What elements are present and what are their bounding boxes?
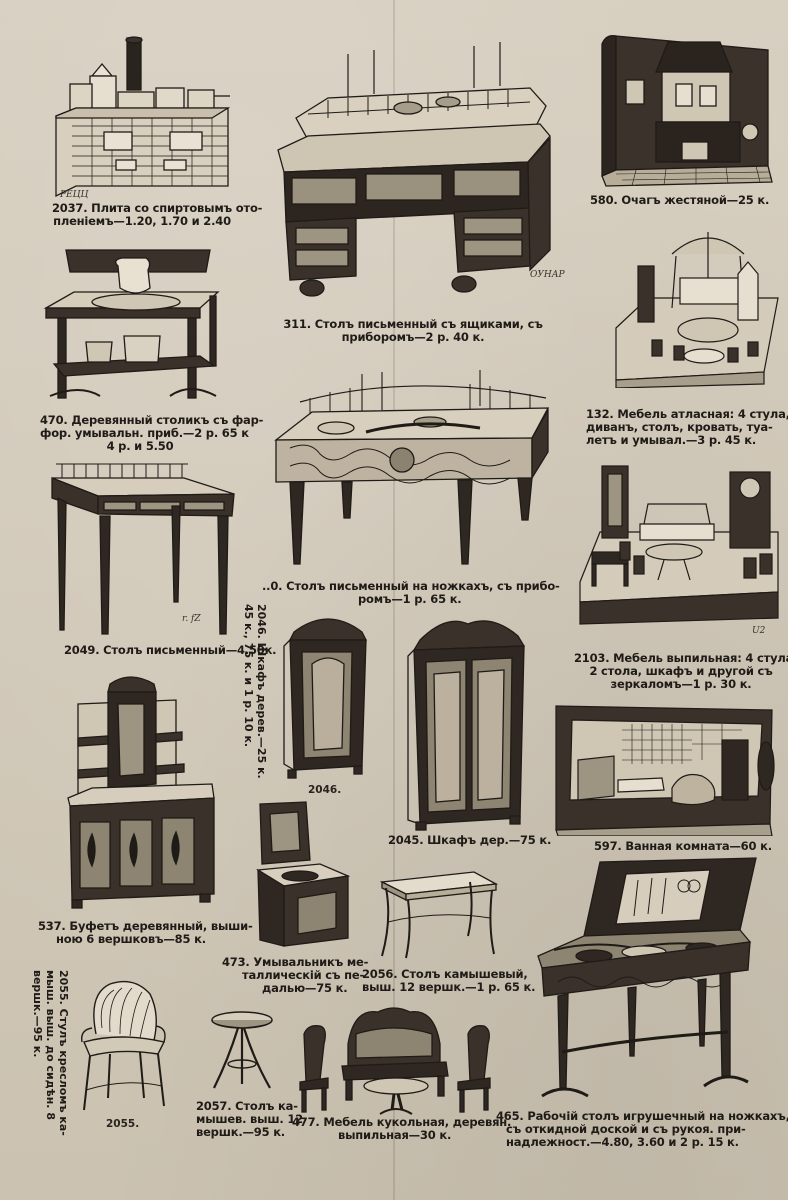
caption-2046-vertical: 2046. Шкафъ дерев.—25 к. 45 к., 75 к. и … — [242, 604, 268, 779]
caption-132: 132. Мебель атласная: 4 стула, диванъ, с… — [586, 407, 788, 447]
cane-armchair-illustration — [80, 978, 168, 1116]
figure-number-2055: 2055. — [106, 1118, 140, 1130]
artist-signature: ОУНАР — [530, 270, 565, 280]
caption-580: 580. Очагъ жестяной—25 к. — [590, 193, 770, 207]
caption-2055-vertical: 2055. Стулъ кресломъ ка- мыш. выш. до си… — [31, 970, 70, 1136]
caption-2056: 2056. Столъ камышевый, выш. 12 вершк.—1 … — [362, 967, 536, 994]
caption-2103: 2103. Мебель выпильная: 4 стула, 2 стола… — [574, 651, 788, 691]
caption-2057: 2057. Столъ ка- мышев. выш. 12 вершк.—95… — [196, 1099, 303, 1139]
artist-signature: U2 — [752, 626, 766, 636]
simple-writing-desk-illustration — [48, 458, 238, 638]
caption-470: 470. Деревянный столикъ съ фар- фор. умы… — [40, 413, 264, 453]
caption-537: 537. Буфетъ деревянный, выши- ною 6 верш… — [38, 919, 253, 946]
artist-signature: РЕЦЦ — [60, 190, 89, 200]
small-wardrobe-illustration — [282, 612, 372, 782]
writing-desk-legs-illustration — [270, 368, 552, 572]
stove-illustration — [52, 36, 232, 204]
carved-furniture-set-illustration — [578, 462, 784, 628]
caption-2045: 2045. Шкафъ дер.—75 к. — [388, 833, 552, 847]
tin-hearth-illustration — [596, 32, 780, 188]
wooden-buffet-illustration — [64, 674, 220, 912]
caption-465: 465. Рабочій столъ игрушечный на ножкахъ… — [496, 1109, 788, 1149]
work-table-illustration — [534, 856, 762, 1108]
writing-desk-drawers-illustration — [268, 40, 558, 300]
caption-2049: 2049. Столъ письменный—4.50к. — [64, 643, 277, 657]
caption-473: 473. Умывальникъ ме- таллическій съ пе- … — [222, 955, 369, 995]
bathroom-room-illustration — [552, 700, 778, 836]
small-cane-table-illustration — [208, 1010, 276, 1092]
satin-furniture-set-illustration — [612, 228, 782, 388]
large-wardrobe-illustration — [406, 614, 530, 834]
wooden-washstand-illustration — [40, 246, 230, 408]
metal-washbasin-illustration — [254, 800, 350, 952]
caption-477: 477. Мебель кукольная, деревян. выпильна… — [292, 1115, 512, 1142]
figure-number-2046: 2046. — [308, 784, 342, 796]
doll-furniture-set-illustration — [298, 1004, 494, 1120]
page-fold — [393, 0, 395, 1200]
cane-table-illustration — [378, 870, 500, 960]
caption-2037: 2037. Плита со спиртовымъ ото- пленіемъ—… — [52, 201, 263, 228]
artist-signature: r. fZ — [182, 614, 201, 624]
caption-311: 311. Столъ письменный съ ящиками, съ при… — [283, 317, 543, 344]
caption-597: 597. Ванная комната—60 к. — [594, 839, 772, 853]
caption-desk-legs: ..0. Столъ письменный на ножкахъ, съ при… — [262, 579, 560, 606]
